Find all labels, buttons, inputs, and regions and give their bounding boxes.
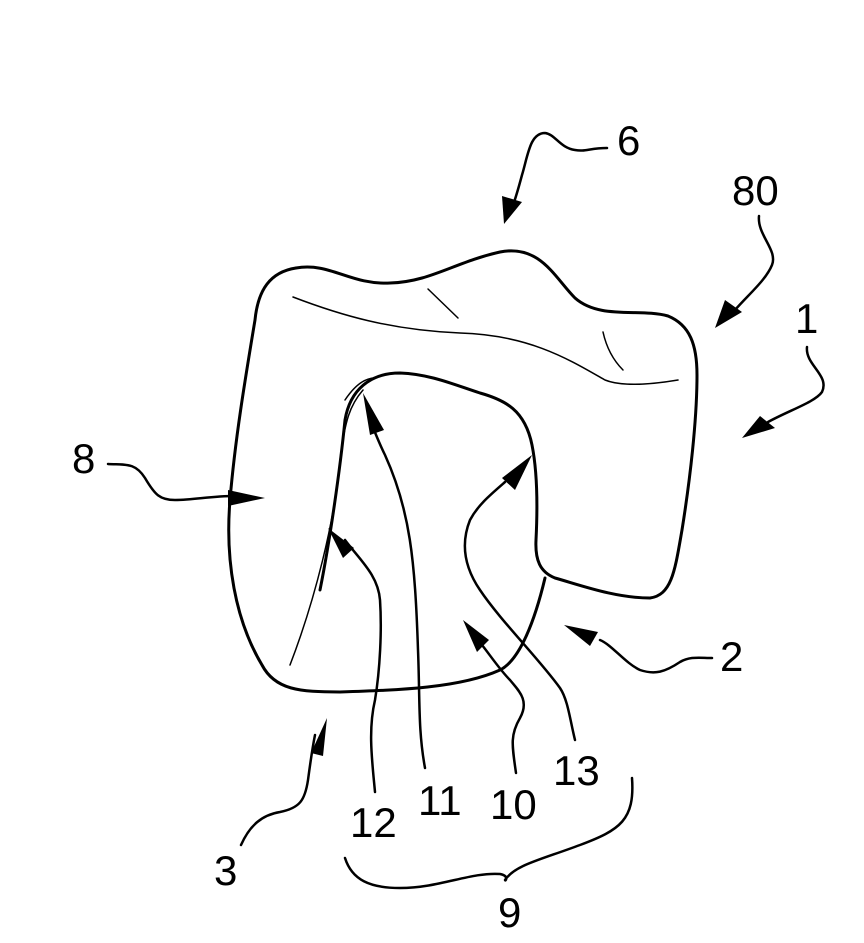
arrowhead-10 [463,620,489,652]
arrowhead-3 [311,718,327,756]
label-13: 13 [553,747,600,794]
cusp-ridge-line-1 [427,288,459,319]
brace-9 [343,776,634,890]
label-12: 12 [350,799,397,846]
leader-2 [598,638,714,674]
arrowhead-1 [742,416,775,438]
arrowhead-13 [502,455,532,490]
leader-1 [766,345,825,424]
crown-left-bottom-outline [227,266,547,694]
arrowhead-8 [228,490,265,506]
label-11: 11 [418,777,462,824]
label-10: 10 [490,781,537,828]
occlusal-groove-line [292,296,679,386]
leader-80 [733,214,775,312]
crown-outer-outline [294,249,699,600]
leader-12 [343,538,383,794]
leader-8 [106,462,237,502]
arrowhead-6 [502,196,522,224]
leader-6 [510,131,609,210]
leader-13 [463,480,577,742]
inner-margin-line [289,389,364,666]
leader-10 [480,643,526,775]
arrowhead-11 [363,393,384,435]
label-2: 2 [720,633,744,680]
leader-11 [370,423,427,770]
arrowhead-80 [715,300,742,328]
leader-3 [239,733,317,847]
label-80: 80 [732,167,779,214]
inner-contour-highlight [344,377,376,401]
label-6: 6 [617,117,641,164]
arrowhead-12 [328,528,354,558]
label-9: 9 [498,889,522,936]
label-3: 3 [214,847,238,894]
cusp-ridge-line-2 [602,331,624,371]
label-8: 8 [72,435,96,482]
arrowhead-2 [564,625,598,646]
label-1: 1 [795,295,819,342]
